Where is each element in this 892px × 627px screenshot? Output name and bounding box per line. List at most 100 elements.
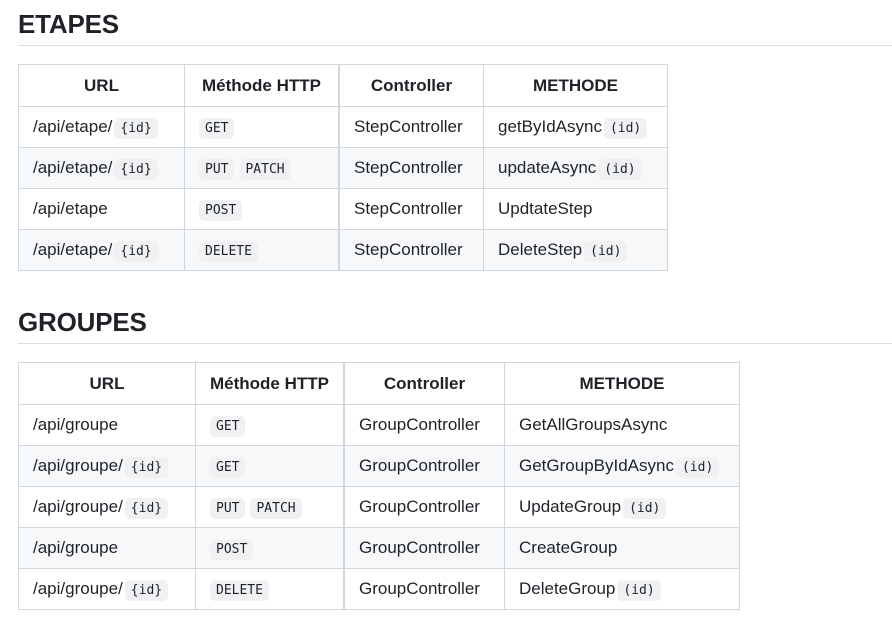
url-cell: /api/groupe/{id}	[18, 486, 196, 528]
method-name: DeleteStep	[498, 240, 583, 259]
http-method-cell: POST	[184, 188, 340, 230]
etapes-heading: ETAPES	[18, 0, 892, 46]
groupes-section: GROUPES URL Méthode HTTP Controller METH…	[18, 298, 892, 610]
url-text: /api/etape/	[33, 240, 113, 259]
method-name: getByIdAsync	[498, 117, 602, 136]
http-verb-code: PUT	[199, 159, 235, 180]
table-header-row: URL Méthode HTTP Controller METHODE	[18, 64, 668, 107]
url-text: /api/etape/	[33, 158, 113, 177]
controller-cell: GroupController	[343, 568, 505, 610]
controller-cell: GroupController	[343, 486, 505, 528]
controller-cell: StepController	[338, 188, 484, 230]
url-cell: /api/etape/{id}	[18, 229, 185, 271]
method-cell: getByIdAsync(id)	[483, 106, 668, 148]
controller-cell: GroupController	[343, 404, 505, 446]
controller-cell: StepController	[338, 147, 484, 189]
etapes-table: URL Méthode HTTP Controller METHODE /api…	[18, 64, 668, 271]
http-method-cell: DELETE	[184, 229, 340, 271]
url-cell: /api/groupe/{id}	[18, 568, 196, 610]
controller-cell: GroupController	[343, 527, 505, 569]
http-verb-code: POST	[210, 539, 254, 560]
url-param-code: {id}	[114, 241, 158, 262]
url-text: /api/etape	[33, 199, 108, 218]
http-verb-code: DELETE	[199, 241, 258, 262]
column-header-methode: METHODE	[504, 362, 740, 405]
url-param-code: {id}	[114, 118, 158, 139]
http-verb-code: GET	[210, 416, 246, 437]
url-cell: /api/groupe	[18, 527, 196, 569]
method-cell: GetAllGroupsAsync	[504, 404, 740, 446]
column-header-url: URL	[18, 64, 185, 107]
http-verb-code: PUT	[210, 498, 246, 519]
url-text: /api/groupe	[33, 538, 119, 557]
method-cell: GetGroupByIdAsync(id)	[504, 445, 740, 487]
controller-cell: GroupController	[343, 445, 505, 487]
url-text: /api/groupe/	[33, 579, 123, 598]
method-param-code: (id)	[584, 241, 628, 262]
url-cell: /api/groupe	[18, 404, 196, 446]
url-param-code: {id}	[124, 580, 169, 601]
http-verb-code: PATCH	[250, 498, 302, 519]
url-param-code: {id}	[124, 498, 169, 519]
table-row: /api/groupe POST GroupController CreateGrou…	[18, 527, 740, 569]
url-param-code: {id}	[124, 457, 169, 478]
column-header-http-method: Méthode HTTP	[195, 362, 345, 405]
column-header-url: URL	[18, 362, 196, 405]
column-header-http-method: Méthode HTTP	[184, 64, 340, 107]
http-verb-code: PATCH	[239, 159, 291, 180]
url-cell: /api/groupe/{id}	[18, 445, 196, 487]
url-cell: /api/etape	[18, 188, 185, 230]
table-header-row: URL Méthode HTTP Controller METHODE	[18, 362, 740, 405]
http-method-cell: POST	[195, 527, 345, 569]
http-verb-code: GET	[210, 457, 246, 478]
http-method-cell: GET	[195, 404, 345, 446]
method-name: GetGroupByIdAsync	[519, 456, 674, 475]
method-cell: UpdtateStep	[483, 188, 668, 230]
http-verb-code: POST	[199, 200, 243, 221]
url-text: /api/groupe/	[33, 456, 123, 475]
method-cell: UpdateGroup(id)	[504, 486, 740, 528]
method-cell: DeleteStep(id)	[483, 229, 668, 271]
table-row: /api/groupe GET GroupController GetAllGroup…	[18, 404, 740, 446]
method-param-code: (id)	[617, 580, 661, 601]
http-verb-code: GET	[199, 118, 235, 139]
method-param-code: (id)	[603, 118, 648, 139]
url-cell: /api/etape/{id}	[18, 147, 185, 189]
groupes-heading: GROUPES	[18, 298, 892, 344]
method-cell: CreateGroup	[504, 527, 740, 569]
controller-cell: StepController	[338, 229, 484, 271]
etapes-section: ETAPES URL Méthode HTTP Controller METHO…	[18, 0, 892, 271]
method-name: GetAllGroupsAsync	[519, 415, 668, 434]
method-cell: updateAsync(id)	[483, 147, 668, 189]
url-text: /api/etape/	[33, 117, 113, 136]
column-header-methode: METHODE	[483, 64, 668, 107]
method-param-code: (id)	[598, 159, 642, 180]
url-text: /api/groupe/	[33, 497, 123, 516]
http-verb-code: DELETE	[210, 580, 269, 601]
url-cell: /api/etape/{id}	[18, 106, 185, 148]
url-param-code: {id}	[114, 159, 158, 180]
method-name: updateAsync	[498, 158, 597, 177]
method-name: UpdateGroup	[519, 497, 622, 516]
method-param-code: (id)	[675, 457, 720, 478]
http-method-cell: GET	[184, 106, 340, 148]
method-param-code: (id)	[623, 498, 667, 519]
method-name: CreateGroup	[519, 538, 618, 557]
groupes-table: URL Méthode HTTP Controller METHODE /api…	[18, 362, 740, 610]
method-cell: DeleteGroup(id)	[504, 568, 740, 610]
http-method-cell: DELETE	[195, 568, 345, 610]
url-text: /api/groupe	[33, 415, 119, 434]
controller-cell: StepController	[338, 106, 484, 148]
column-header-controller: Controller	[343, 362, 505, 405]
